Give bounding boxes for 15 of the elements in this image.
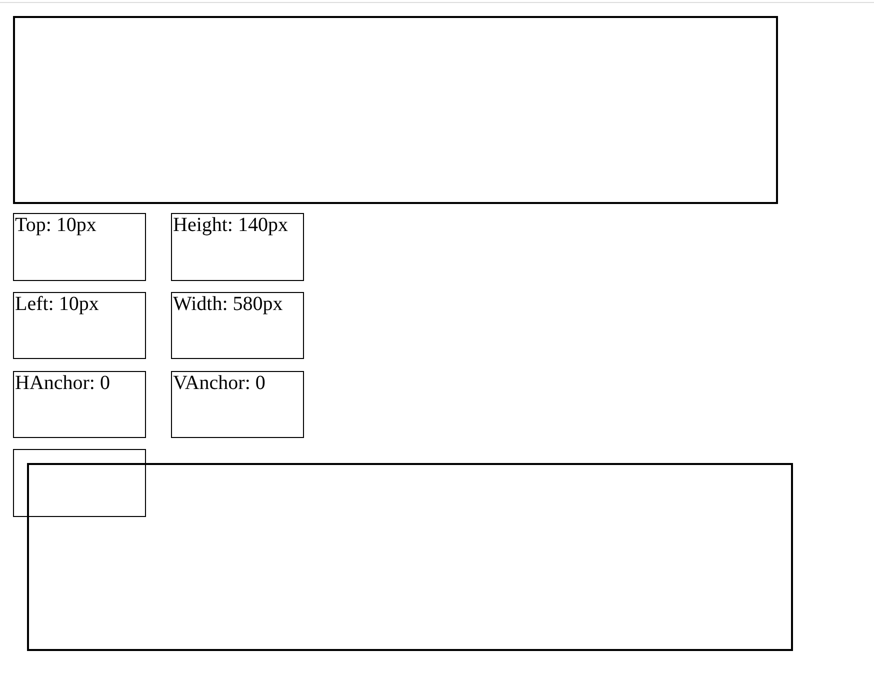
property-panel: [171, 213, 304, 281]
property-panel: [171, 292, 304, 359]
property-text: Left: 10px: [14, 293, 99, 315]
outline-rectangle: [27, 463, 793, 651]
property-text: VAnchor: 0: [172, 372, 266, 394]
property-panel: [171, 371, 304, 438]
property-text: HAnchor: 0: [14, 372, 110, 394]
property-panel: [13, 213, 146, 281]
property-panel: [13, 292, 146, 359]
property-text: Height: 140px: [172, 214, 288, 236]
outline-rectangle: [13, 449, 146, 517]
property-text: Width: 580px: [172, 293, 283, 315]
property-text: Top: 10px: [14, 214, 96, 236]
outline-rectangle: [13, 16, 778, 204]
property-panel: [13, 371, 146, 438]
